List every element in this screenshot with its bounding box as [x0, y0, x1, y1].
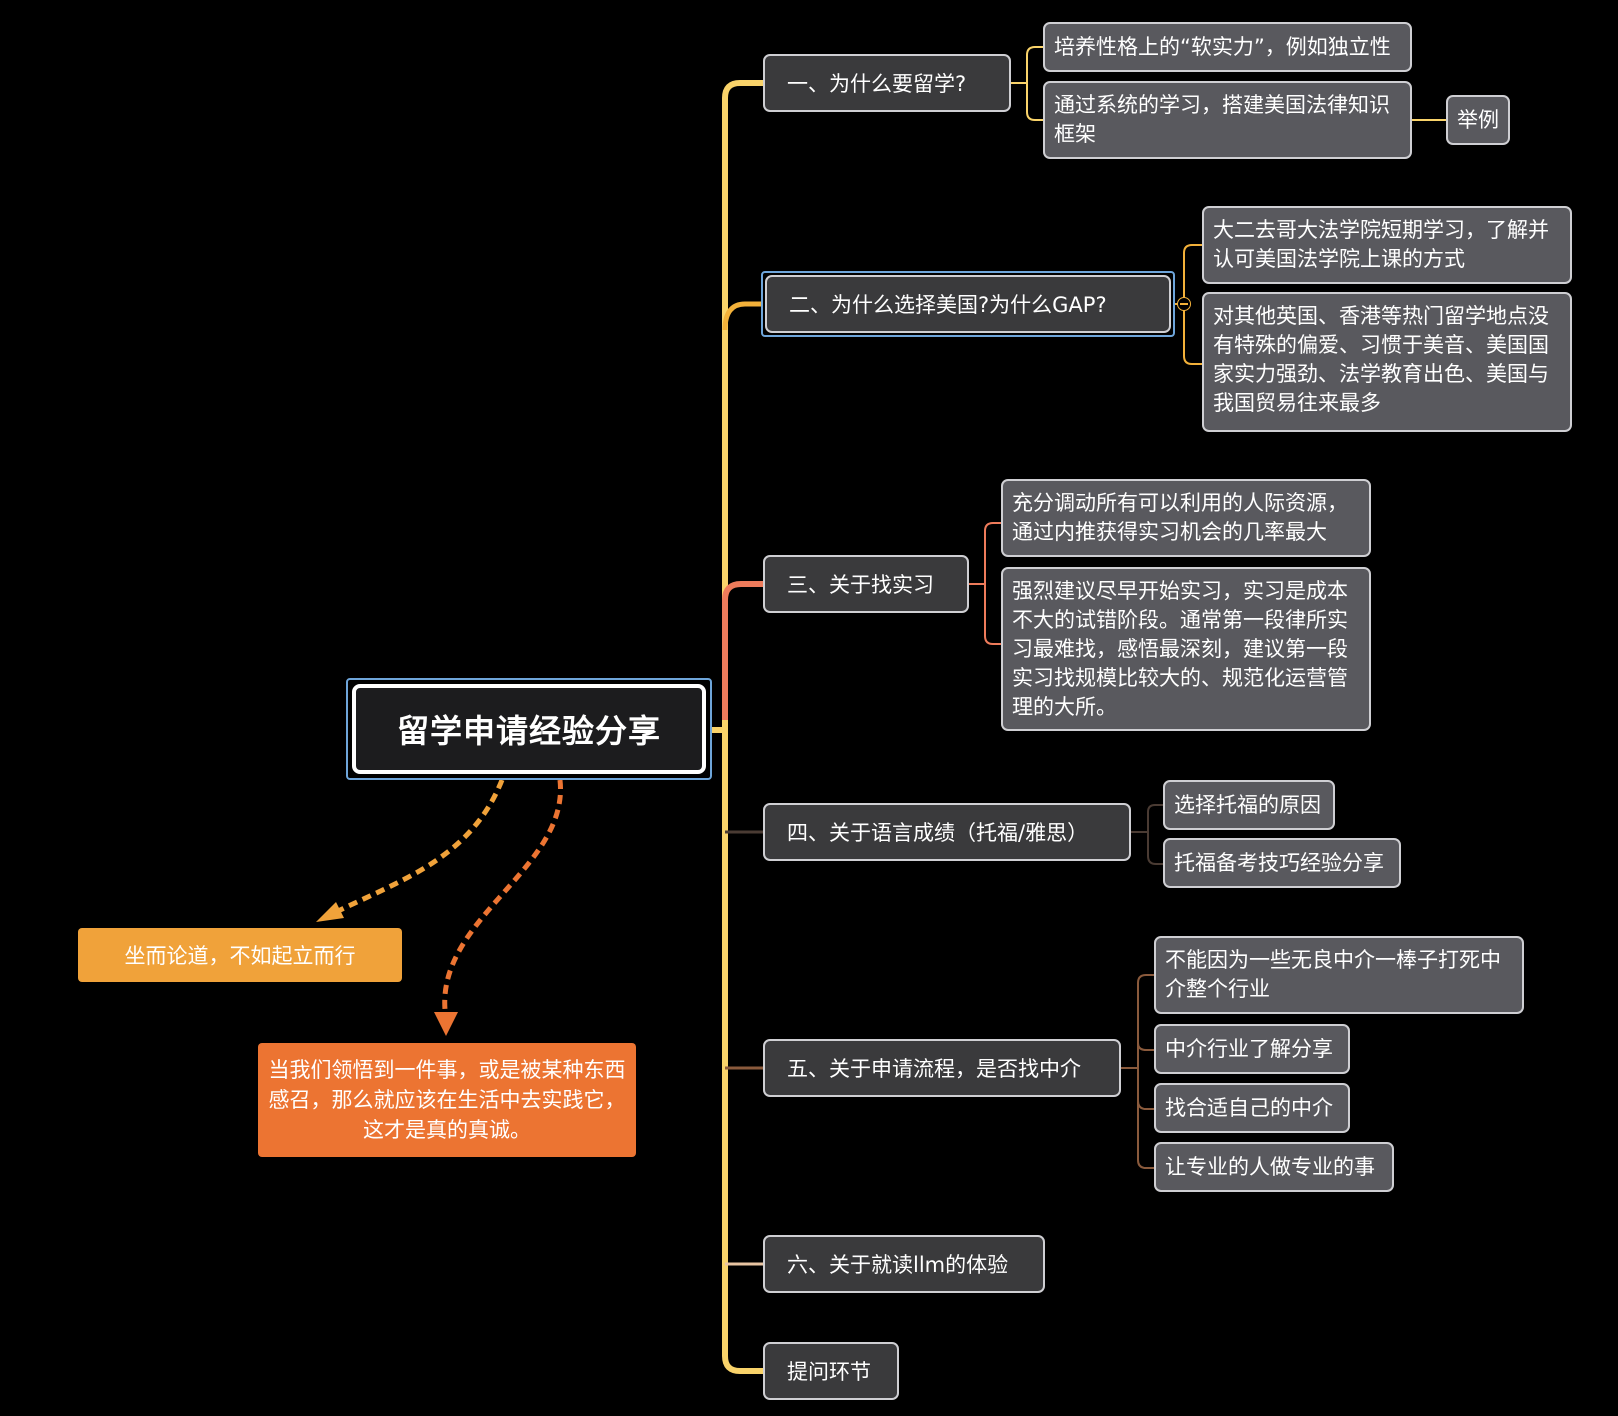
leaf-find-suitable-agency[interactable]: 找合适自己的中介: [1154, 1083, 1350, 1133]
root-selection-frame: [346, 678, 712, 780]
leaf-why-toefl[interactable]: 选择托福的原因: [1163, 780, 1335, 830]
branch-why-study-abroad[interactable]: 一、为什么要留学?: [763, 54, 1011, 112]
branch-qa-session[interactable]: 提问环节: [763, 1342, 899, 1400]
branch-language-scores[interactable]: 四、关于语言成绩（托福/雅思）: [763, 803, 1131, 861]
leaf-let-professionals[interactable]: 让专业的人做专业的事: [1154, 1142, 1394, 1192]
relation-line-orange: [442, 779, 563, 1019]
leaf-reasons-usa[interactable]: 对其他英国、香港等热门留学地点没有特殊的偏爱、习惯于美音、美国国家实力强劲、法学…: [1202, 292, 1572, 432]
b5-connector: [1121, 974, 1154, 1169]
trunk-line-2: [722, 301, 763, 331]
leaf-soft-skills[interactable]: 培养性格上的“软实力”，例如独立性: [1043, 22, 1412, 72]
branch-internship[interactable]: 三、关于找实习: [763, 555, 969, 613]
trunk-line-upper: [722, 80, 763, 735]
trunk-line-lower: [722, 728, 763, 1374]
leaf-toefl-tips[interactable]: 托福备考技巧经验分享: [1163, 838, 1401, 888]
relation-arrowhead-yellow: [316, 902, 344, 922]
branch-selection-frame: [761, 271, 1175, 337]
trunk-line-3: [722, 581, 763, 720]
branch-llm-experience[interactable]: 六、关于就读llm的体验: [763, 1235, 1045, 1293]
leaf-agency-industry[interactable]: 中介行业了解分享: [1154, 1024, 1350, 1074]
leaf-not-all-agencies-bad[interactable]: 不能因为一些无良中介一棒子打死中介整个行业: [1154, 936, 1524, 1014]
branch-why-usa-gap[interactable]: 二、为什么选择美国?为什么GAP?: [765, 275, 1171, 333]
branch-application-agency[interactable]: 五、关于申请流程，是否找中介: [763, 1039, 1121, 1097]
b3-connector: [969, 522, 1001, 645]
leaf-example[interactable]: 举例: [1446, 95, 1510, 145]
b4-connector: [1131, 804, 1163, 865]
collapse-toggle-icon[interactable]: [1177, 297, 1191, 311]
root-topic[interactable]: 留学申请经验分享: [352, 684, 706, 774]
relation-arrowhead-orange: [434, 1012, 458, 1036]
leaf-network-resources[interactable]: 充分调动所有可以利用的人际资源，通过内推获得实习机会的几率最大: [1001, 479, 1371, 557]
floating-topic-quote[interactable]: 坐而论道，不如起立而行: [78, 928, 402, 982]
leaf-start-early[interactable]: 强烈建议尽早开始实习，实习是成本不大的试错阶段。通常第一段律所实习最难找，感悟最…: [1001, 567, 1371, 731]
floating-topic-sincerity[interactable]: 当我们领悟到一件事，或是被某种东西感召，那么就应该在生活中去实践它，这才是真的真…: [258, 1043, 636, 1157]
leaf-columbia-short-term[interactable]: 大二去哥大法学院短期学习，了解并认可美国法学院上课的方式: [1202, 206, 1572, 284]
leaf-legal-framework[interactable]: 通过系统的学习，搭建美国法律知识框架: [1043, 81, 1412, 159]
b1-connector: [1011, 46, 1043, 121]
relation-line-yellow: [328, 779, 505, 918]
